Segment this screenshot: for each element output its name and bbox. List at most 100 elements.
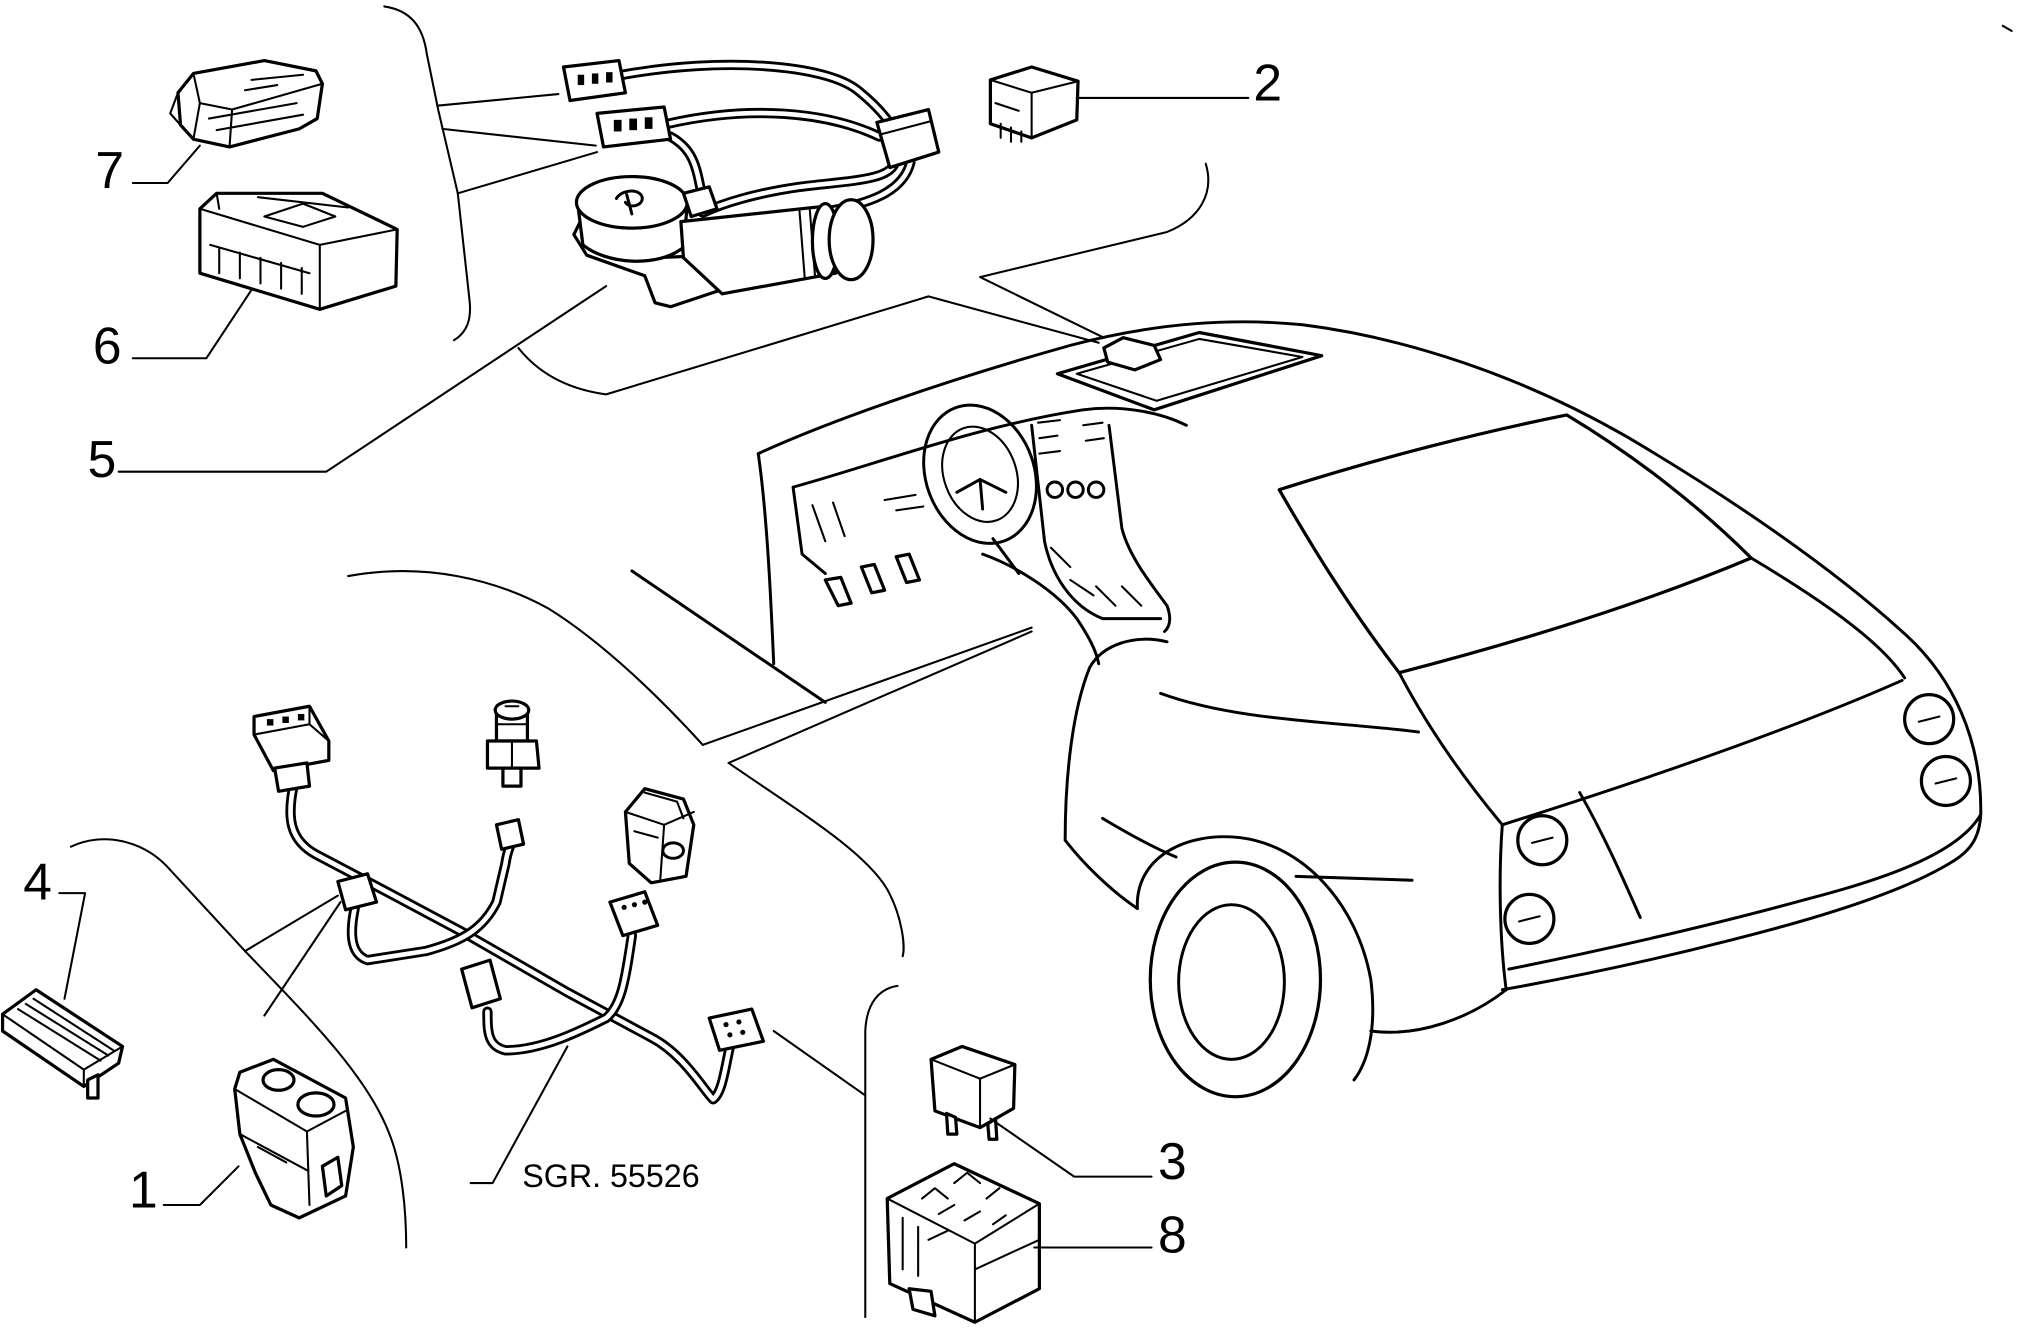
- pointer-sunroof: [517, 162, 1210, 396]
- part-1-switch: [233, 1057, 355, 1220]
- harness-connector: [460, 958, 502, 1010]
- callout-number-8: 8: [1158, 1206, 1187, 1264]
- part-5-wire-inner: [700, 160, 898, 215]
- pointer-console: [701, 626, 1033, 764]
- part-2-relay: [988, 65, 1080, 143]
- connector-pin: [621, 904, 627, 910]
- car-center-console: [1030, 423, 1172, 633]
- sensor-body: [485, 739, 541, 770]
- part-4-ridges: [1, 997, 124, 1088]
- connector-pin: [642, 899, 648, 905]
- sensor-stem: [501, 766, 523, 788]
- part-3-pin: [944, 1111, 959, 1136]
- connector-pin: [591, 73, 599, 84]
- connector-pin: [629, 118, 638, 131]
- reference-label: SGR. 55526: [522, 1158, 699, 1194]
- part-8-clip: [907, 1287, 937, 1318]
- connector-pin: [727, 1032, 733, 1038]
- part-6-details: [198, 192, 399, 311]
- callout-number-2: 2: [1253, 54, 1282, 112]
- steering-wheel-icon: [922, 403, 1038, 545]
- callout-leaders: [58, 96, 1250, 1249]
- part-6-fuse-box: [198, 191, 399, 311]
- harness-branch-inner: [349, 841, 513, 963]
- bracket-right-group: [864, 984, 899, 1319]
- pedal-icon: [894, 552, 922, 585]
- bracket-harness-group: [347, 570, 905, 958]
- part-4-button-cover: [0, 988, 125, 1100]
- part-7-details: [169, 72, 324, 148]
- part-5-gear-cover: [574, 174, 689, 230]
- part-2-details: [989, 78, 1080, 143]
- harness-connector-end: [707, 1007, 766, 1052]
- console-switch: [623, 787, 696, 885]
- leader-line-4: [58, 892, 87, 1000]
- leader-line-1: [162, 1165, 240, 1207]
- callout-number-3: 3: [1158, 1132, 1187, 1190]
- group-bracket-lines: [69, 5, 2013, 1319]
- part-8-relay-socket: [885, 1162, 1041, 1324]
- connector-pin: [606, 72, 613, 83]
- part-4-pin: [86, 1073, 100, 1100]
- tail-light-marks: [1518, 715, 1958, 923]
- car-sunroof: [1055, 330, 1324, 412]
- part-5-plug: [681, 185, 719, 219]
- part-5-connector-c-detail: [881, 120, 933, 136]
- part-3-body: [929, 1044, 1017, 1130]
- harness-connector-boot: [273, 761, 312, 793]
- harness-branch-inner: [485, 933, 635, 1053]
- steering-wheel-inner: [941, 425, 1019, 523]
- console-switch-body: [623, 787, 696, 885]
- car-tail-panel: [1498, 678, 1904, 992]
- callout-labels: 1 2 3 4 5 6 7 8 SGR. 55526: [23, 54, 1282, 1264]
- gauge-icon: [1086, 480, 1106, 499]
- part-7-connector-block: [169, 58, 324, 149]
- car-illustration: [630, 320, 1983, 1099]
- harness-connector-main-edge: [253, 705, 330, 743]
- connector-pin: [297, 713, 305, 721]
- car-dash-details: [811, 493, 925, 543]
- leader-line-7: [131, 144, 201, 185]
- gauge-icon: [1066, 480, 1085, 499]
- callout-number-6: 6: [93, 316, 122, 374]
- part-5-motor-ribs: [798, 209, 817, 279]
- part-5-wire-inner: [620, 62, 896, 132]
- part-1-details: [233, 1087, 347, 1207]
- harness-connector: [608, 890, 660, 938]
- part-5-motor-assembly: [561, 58, 941, 309]
- part-1-rocker: [320, 1155, 344, 1198]
- connector-pin: [613, 119, 622, 132]
- pointer-left-group: [243, 894, 342, 1017]
- car-sunroof-inner: [1075, 337, 1304, 402]
- harness-connector: [336, 872, 379, 912]
- callout-number-4: 4: [23, 853, 52, 911]
- connector-pin: [644, 117, 653, 129]
- car-a-pillar: [756, 452, 776, 666]
- car-wheel-arch: [1135, 835, 1508, 1082]
- car-wheel-hub: [1177, 903, 1286, 1061]
- part-3-details: [930, 1058, 1016, 1129]
- pointer-right-group: [772, 1029, 867, 1097]
- part-8-body: [885, 1162, 1041, 1324]
- car-body-front-edge: [1063, 637, 1169, 911]
- car-tire: [1148, 860, 1323, 1099]
- car-roof-outline: [756, 320, 1983, 863]
- harness-trunk-inner: [288, 781, 733, 1102]
- car-rear-bumper: [1500, 813, 1983, 992]
- pointer-top-group: [436, 93, 599, 195]
- pressure-sensor: [485, 699, 541, 788]
- connector-pin: [631, 902, 638, 908]
- wiring-harness: [252, 699, 766, 1105]
- leader-line-5: [117, 285, 608, 473]
- console-switch-knob: [661, 841, 685, 860]
- harness-connector-main: [252, 704, 331, 773]
- callout-number-7: 7: [95, 141, 124, 199]
- harness-connector-small: [494, 818, 526, 851]
- car-rear-window: [1277, 413, 1753, 675]
- part-6-body: [198, 191, 399, 311]
- connector-pin: [736, 1019, 742, 1025]
- pedal-icon: [859, 562, 887, 595]
- sensor-details: [495, 705, 529, 770]
- leader-line-6: [131, 288, 253, 360]
